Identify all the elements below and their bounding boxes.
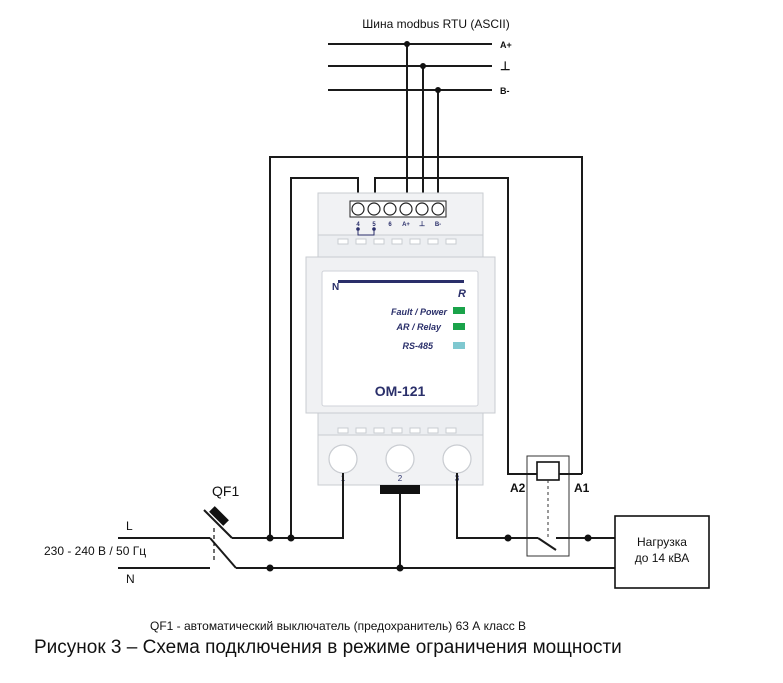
load-label-line2: до 14 кВА (635, 551, 690, 565)
bottom-terminal-2[interactable] (385, 444, 415, 474)
bottom-terminal-label-2: 2 (398, 474, 403, 483)
device-front-panel (321, 270, 479, 407)
label-supply: 230 - 240 В / 50 Гц (44, 544, 146, 558)
footnote: QF1 - автоматический выключатель (предох… (150, 619, 526, 633)
device-top-rail (317, 234, 484, 258)
indicator-led-ar-relay (453, 323, 465, 330)
contactor: A2 A1 (504, 455, 615, 557)
terminal-screw[interactable] (367, 202, 381, 216)
terminal-screw[interactable] (399, 202, 413, 216)
top-terminal-label-a: A+ (402, 222, 410, 228)
panel-top-bar (338, 280, 464, 283)
label-line-n: N (126, 572, 135, 586)
breaker-qf1: QF1 (190, 483, 291, 569)
device-model-label: OM-121 (375, 383, 426, 399)
top-terminal-block (349, 200, 447, 218)
contactor-label-a1: A1 (574, 481, 590, 495)
terminal-screw[interactable] (383, 202, 397, 216)
junction-l2 (287, 534, 295, 542)
junction-a (404, 41, 410, 47)
junction-gnd (420, 63, 426, 69)
bus-label-b: B- (500, 86, 510, 96)
bus-label-a: A+ (500, 40, 512, 50)
wire-terminal4 (290, 177, 359, 538)
contactor-contact (537, 537, 557, 551)
figure-caption: Рисунок 3 – Схема подключения в режиме о… (34, 637, 622, 658)
terminal-screw[interactable] (351, 202, 365, 216)
brand-logo: N (332, 282, 339, 293)
wire-terminal1 (291, 473, 344, 539)
indicator-led-rs485 (453, 342, 465, 349)
junction-b (435, 87, 441, 93)
wire-terminal3 (456, 473, 508, 539)
top-terminal-label-gnd: ⊥ (419, 220, 425, 228)
terminal-screw[interactable] (431, 202, 445, 216)
junction-n1 (266, 564, 274, 572)
indicator-label-fault-power: Fault / Power (391, 307, 448, 317)
load-box: Нагрузка до 14 кВА (614, 515, 710, 589)
indicator-label-rs485: RS-485 (402, 341, 434, 351)
bottom-terminal-3[interactable] (442, 444, 472, 474)
contactor-label-a2: A2 (510, 481, 526, 495)
junction-n2 (396, 564, 404, 572)
device-om121: 4 5 6 A+ ⊥ B- N R Fault / Power AR / Rel… (305, 192, 496, 494)
terminal-screw[interactable] (415, 202, 429, 216)
load-label-line1: Нагрузка (637, 535, 687, 549)
top-terminal-label-4: 4 (356, 222, 360, 228)
din-clip (380, 485, 420, 494)
top-terminal-label-6: 6 (388, 222, 392, 228)
breaker-actuator (209, 506, 229, 526)
top-terminal-label-b: B- (435, 222, 441, 228)
junction-l1 (266, 534, 274, 542)
bus-title: Шина modbus RTU (ASCII) (362, 17, 509, 31)
indicator-label-ar-relay: AR / Relay (395, 322, 442, 332)
breaker-label: QF1 (212, 483, 239, 499)
contactor-coil (536, 461, 560, 481)
bus-label-gnd: ⊥ (500, 59, 510, 73)
bottom-terminal-1[interactable] (328, 444, 358, 474)
device-top-block (317, 192, 484, 236)
indicator-led-fault-power (453, 307, 465, 314)
wire-outer-loop (269, 156, 583, 538)
wire-terminal6-to-a2 (374, 177, 522, 475)
top-terminal-label-5: 5 (372, 222, 376, 228)
label-line-l: L (126, 519, 133, 533)
corner-mark: R (458, 288, 466, 300)
